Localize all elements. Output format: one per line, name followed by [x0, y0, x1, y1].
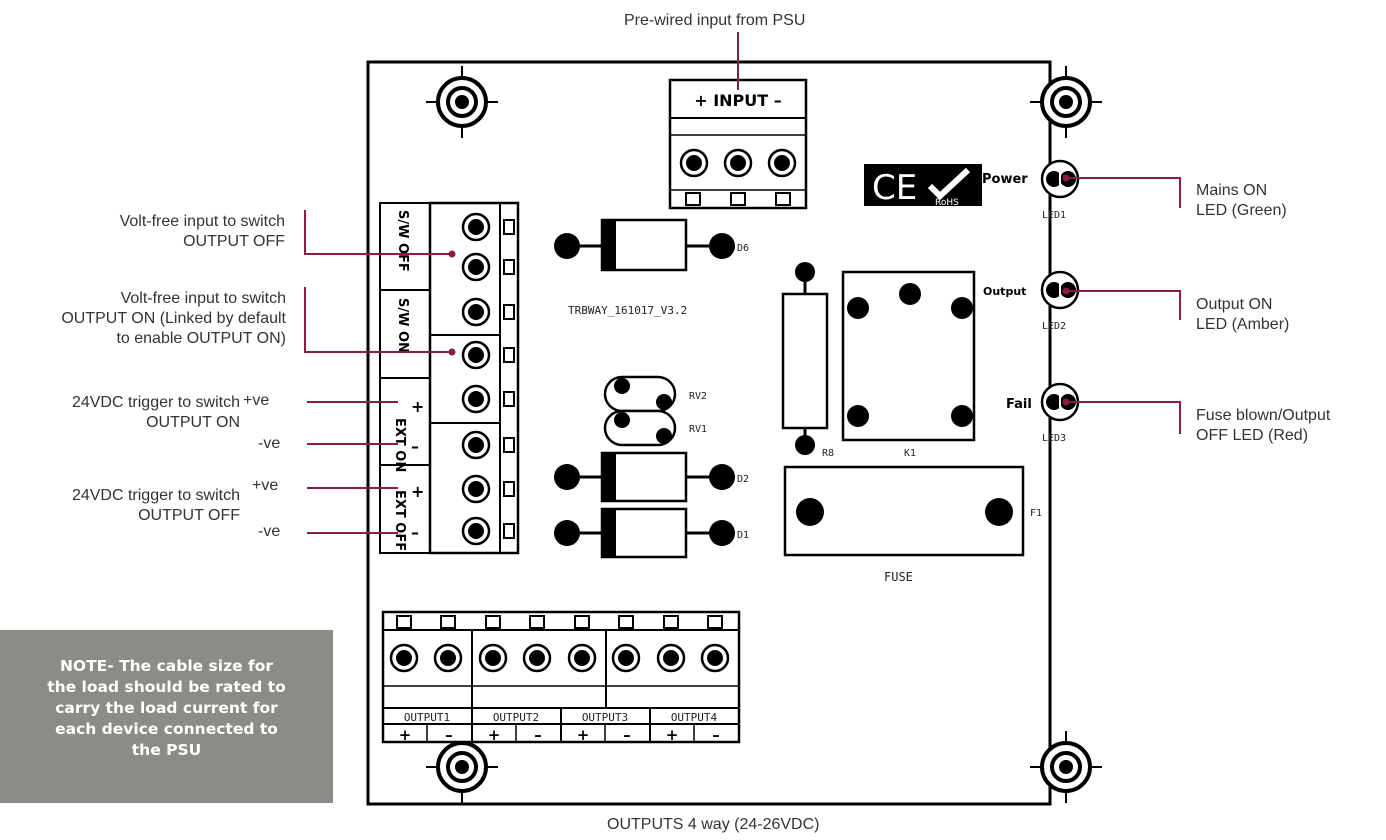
output2-plus: + — [488, 726, 501, 744]
trigger-off-pos: +ve — [252, 477, 279, 494]
output3-plus: + — [577, 726, 590, 744]
ext-off-plus: + — [411, 482, 424, 501]
output1-plus: + — [399, 726, 412, 744]
k1-label: K1 — [904, 448, 916, 459]
mains-led-annotation: Mains ON LED (Green) — [1196, 182, 1287, 219]
f1-label: F1 — [1030, 508, 1042, 519]
d2-label: D2 — [737, 474, 749, 485]
led1-name: Power — [982, 172, 1028, 187]
output3-label: OUTPUT3 — [582, 711, 628, 724]
left-terminal-block: S/W OFF S/W ON EXT ON EXT OFF + – + – — [379, 201, 520, 555]
rv1-label: RV1 — [689, 424, 707, 435]
resistor-r8: R8 — [781, 262, 834, 459]
trigger-on-annotation: 24VDC trigger to switch OUTPUT ON — [71, 394, 240, 431]
trigger-on-neg: -ve — [258, 435, 281, 452]
led3-ref: LED3 — [1042, 433, 1066, 444]
ext-on-label: EXT ON — [392, 418, 407, 472]
d6-label: D6 — [737, 243, 749, 254]
diode-d1: D1 — [554, 507, 749, 559]
output4-label: OUTPUT4 — [671, 711, 718, 724]
r8-label: R8 — [822, 448, 834, 459]
cable-size-note: NOTE- The cable size for the load should… — [0, 630, 333, 803]
ce-mark: CE — [872, 168, 917, 208]
output1-minus: – — [445, 726, 453, 744]
output2-minus: – — [534, 726, 542, 744]
output4-plus: + — [666, 726, 679, 744]
volt-free-off-annotation: Volt-free input to switch OUTPUT OFF — [119, 213, 285, 250]
output4-minus: – — [712, 726, 720, 744]
rohs-mark: RoHS — [935, 198, 959, 208]
output-led-annotation: Output ON LED (Amber) — [1196, 296, 1290, 333]
input-psu-annotation: Pre-wired input from PSU — [624, 12, 806, 29]
input-terminal-block: + INPUT – — [668, 78, 808, 210]
varistors: RV2 RV1 — [603, 375, 707, 447]
leader-lines — [304, 32, 1181, 534]
led2-name: Output — [983, 285, 1026, 298]
led2: Output LED2 — [983, 270, 1080, 332]
input-label: + INPUT – — [694, 91, 782, 110]
ext-off-label: EXT OFF — [392, 490, 407, 551]
output-terminal-block: OUTPUT1 OUTPUT2 OUTPUT3 OUTPUT4 + – + – … — [381, 610, 741, 744]
fuse-f1: F1 FUSE — [783, 465, 1042, 584]
trigger-off-annotation: 24VDC trigger to switch OUTPUT OFF — [71, 487, 240, 524]
ext-off-minus: – — [411, 523, 419, 542]
led3-name: Fail — [1006, 397, 1032, 412]
ext-on-minus: – — [411, 437, 419, 456]
led2-ref: LED2 — [1042, 321, 1066, 332]
trigger-off-neg: -ve — [258, 523, 281, 540]
sw-on-label: S/W ON — [395, 298, 410, 353]
fuse-label: FUSE — [884, 570, 913, 584]
ce-rohs-mark: CE RoHS — [864, 164, 982, 208]
output3-minus: – — [623, 726, 631, 744]
output2-label: OUTPUT2 — [493, 711, 539, 724]
output1-label: OUTPUT1 — [404, 711, 450, 724]
board-version: TRBWAY_161017_V3.2 — [568, 304, 687, 317]
d1-label: D1 — [737, 530, 749, 541]
ext-on-plus: + — [411, 397, 424, 416]
trigger-on-pos: +ve — [243, 392, 270, 409]
sw-off-label: S/W OFF — [395, 210, 410, 272]
volt-free-on-annotation: Volt-free input to switch OUTPUT ON (Lin… — [61, 290, 286, 347]
diode-d2: D2 — [554, 451, 749, 503]
rv2-label: RV2 — [689, 391, 707, 402]
leader-dots — [448, 174, 1070, 406]
relay-k1: K1 — [841, 270, 976, 459]
led1-ref: LED1 — [1042, 210, 1066, 221]
diode-d6: D6 — [554, 218, 749, 272]
fuse-led-annotation: Fuse blown/Output OFF LED (Red) — [1196, 407, 1331, 444]
outputs-annotation: OUTPUTS 4 way (24-26VDC) — [607, 816, 820, 833]
